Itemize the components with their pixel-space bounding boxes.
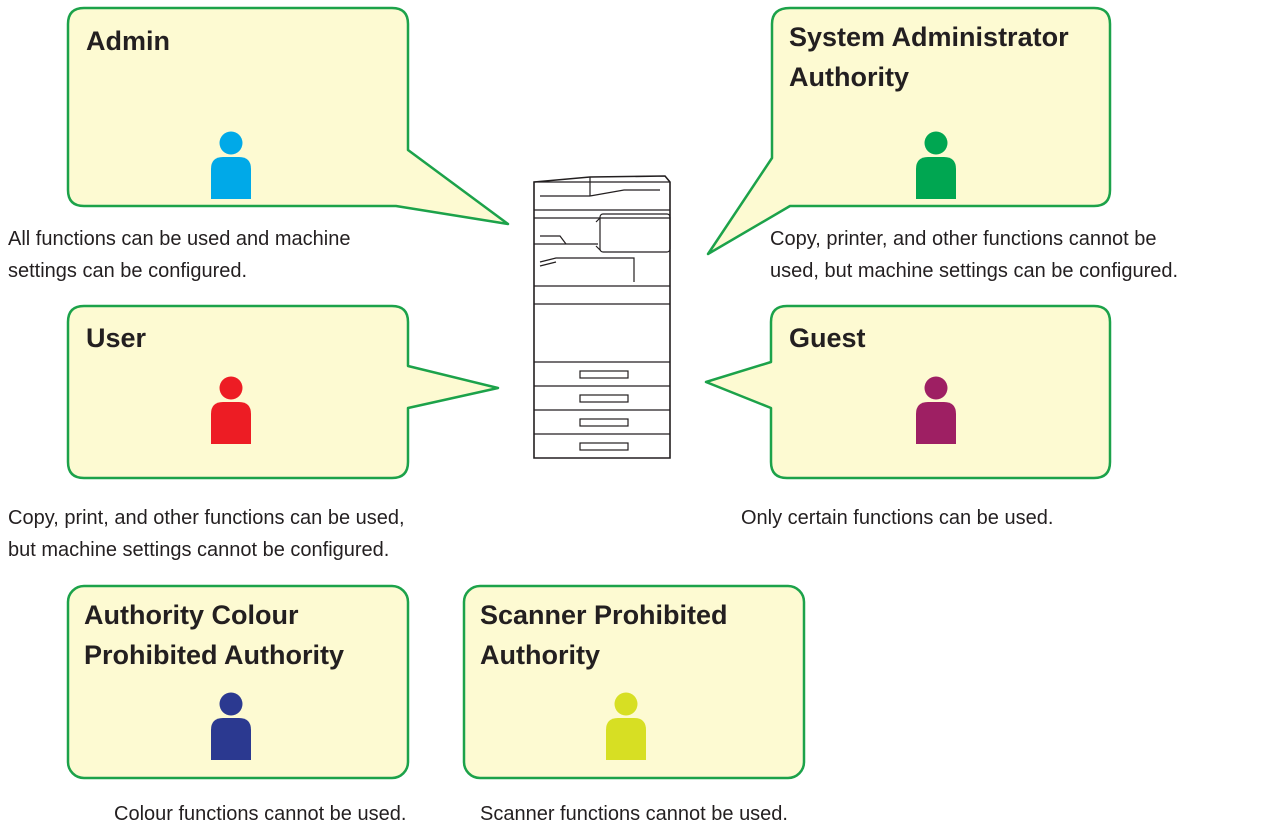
guest-speech-bubble [704,304,1112,480]
user-speech-bubble [66,304,500,480]
guest-title: Guest [789,323,866,353]
scanner-prohibited-person-icon [606,692,646,760]
admin-description: All functions can be used and machine se… [8,228,356,282]
admin-title: Admin [86,26,170,56]
user-person-icon [211,376,251,444]
user-title: User [86,323,147,353]
person-head [924,131,948,155]
role-scanner-prohibited: Scanner Prohibited Authority Scanner fun… [462,584,806,825]
person-body [211,402,251,444]
role-admin: Admin All functions can be used and mach… [8,6,510,282]
guest-description: Only certain functions can be used. [741,507,1053,529]
scanner-prohibited-description: Scanner functions cannot be used. [480,803,788,825]
scanner-prohibited-title: Scanner Prohibited Authority [480,600,735,670]
role-user: User Copy, print, and other functions ca… [8,304,500,561]
role-colour-prohibited: Authority Colour Prohibited Authority Co… [66,584,410,825]
admin-speech-bubble [66,6,510,226]
system-admin-description: Copy, printer, and other functions canno… [770,228,1178,282]
guest-person-icon [916,376,956,444]
role-system-admin: System Administrator Authority Copy, pri… [706,6,1178,282]
colour-prohibited-description: Colour functions cannot be used. [114,803,406,825]
multifunction-printer-icon [533,175,671,459]
person-head [219,376,243,400]
system-admin-title: System Administrator Authority [789,22,1076,92]
person-body [916,402,956,444]
person-body [211,718,251,760]
role-guest: Guest Only certain functions can be used… [704,304,1112,529]
person-body [211,157,251,199]
person-head [219,692,243,716]
system-admin-person-icon [916,131,956,199]
colour-prohibited-person-icon [211,692,251,760]
person-head [924,376,948,400]
system-admin-speech-bubble [706,6,1112,256]
user-description: Copy, print, and other functions can be … [8,507,410,561]
person-head [219,131,243,155]
admin-person-icon [211,131,251,199]
person-body [916,157,956,199]
colour-prohibited-box [66,584,410,780]
person-head [614,692,638,716]
person-body [606,718,646,760]
scanner-prohibited-box [462,584,806,780]
colour-prohibited-title: Authority Colour Prohibited Authority [84,600,344,670]
